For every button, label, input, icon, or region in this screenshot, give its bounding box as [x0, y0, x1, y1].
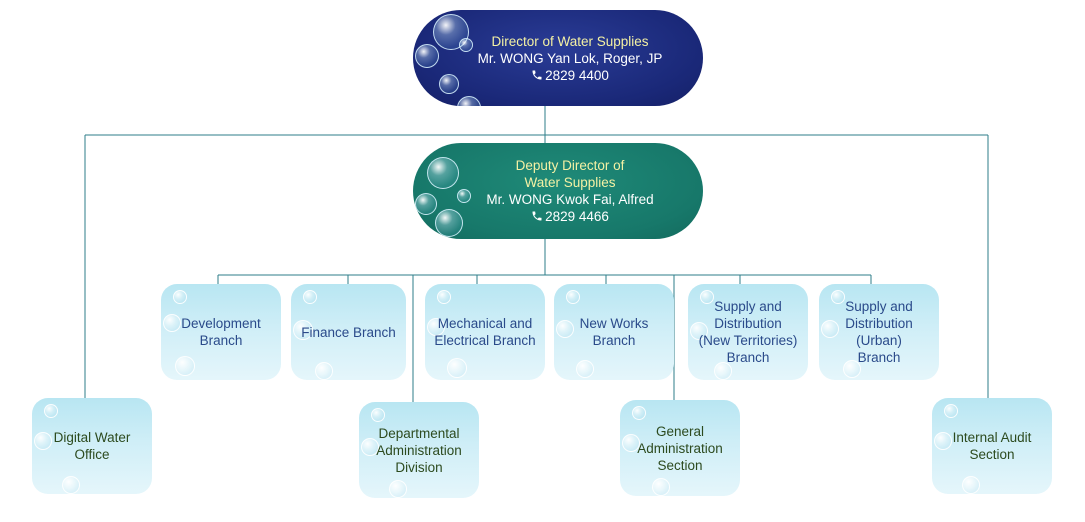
internal-audit-section-box: Internal Audit Section — [932, 398, 1052, 494]
deputy-director-node: Deputy Director of Water Supplies Mr. WO… — [413, 143, 703, 239]
water-bubble-icon — [175, 356, 195, 376]
mechanical-branch-line: Mechanical and — [437, 316, 533, 331]
water-bubble-icon — [173, 290, 187, 304]
water-bubble-icon — [439, 74, 459, 94]
water-bubble-icon — [622, 434, 640, 452]
new-works-branch-box: New Works Branch — [554, 284, 674, 380]
water-bubble-icon — [34, 432, 52, 450]
departmental-administration-division-box: Departmental Administration Division — [359, 402, 479, 498]
water-bubble-icon — [415, 44, 439, 68]
deputy-title-line2: Water Supplies — [524, 175, 616, 190]
internal-audit-line: Internal Audit — [952, 430, 1032, 445]
water-bubble-icon — [293, 320, 313, 340]
new-works-branch-line: New Works — [579, 316, 649, 331]
deputy-phone-row: 2829 4466 — [486, 208, 653, 225]
supply-nt-branch-line: Distribution — [714, 316, 782, 331]
deputy-phone: 2829 4466 — [545, 209, 609, 224]
supply-urban-branch-line: Supply and — [845, 299, 913, 314]
water-bubble-icon — [62, 476, 80, 494]
supply-distribution-urban-branch-box: Supply and Distribution (Urban) Branch — [819, 284, 939, 380]
finance-branch-box: Finance Branch — [291, 284, 406, 380]
water-bubble-icon — [435, 209, 463, 237]
water-bubble-icon — [576, 360, 594, 378]
supply-urban-branch-line: Distribution — [845, 316, 913, 331]
water-bubble-icon — [632, 406, 646, 420]
water-bubble-icon — [44, 404, 58, 418]
water-bubble-icon — [371, 408, 385, 422]
development-branch-line: Development — [181, 316, 261, 331]
director-name: Mr. WONG Yan Lok, Roger, JP — [477, 50, 663, 66]
supply-distribution-nt-branch-box: Supply and Distribution (New Territories… — [688, 284, 808, 380]
water-bubble-icon — [389, 480, 407, 498]
internal-audit-line: Section — [969, 447, 1015, 462]
director-phone: 2829 4400 — [545, 67, 609, 83]
development-branch-box: Development Branch — [161, 284, 281, 380]
water-bubble-icon — [556, 320, 574, 338]
digital-water-office-box: Digital Water Office — [32, 398, 152, 494]
phone-icon — [532, 70, 542, 79]
departmental-admin-line: Departmental — [378, 425, 460, 441]
water-bubble-icon — [427, 157, 459, 189]
water-bubble-icon — [459, 38, 473, 52]
new-works-branch-line: Branch — [592, 333, 636, 348]
water-bubble-icon — [566, 290, 580, 304]
water-bubble-icon — [361, 438, 379, 456]
general-administration-section-box: General Administration Section — [620, 400, 740, 496]
mechanical-branch-line: Electrical Branch — [434, 333, 536, 348]
water-bubble-icon — [437, 290, 451, 304]
water-bubble-icon — [303, 290, 317, 304]
water-bubble-icon — [315, 362, 333, 380]
water-bubble-icon — [700, 290, 714, 304]
director-phone-row: 2829 4400 — [478, 67, 663, 84]
water-bubble-icon — [962, 476, 980, 494]
general-admin-line: Administration — [637, 440, 723, 456]
water-bubble-icon — [843, 360, 861, 378]
water-bubble-icon — [447, 358, 467, 378]
phone-icon — [532, 211, 542, 221]
director-title: Director of Water Supplies — [491, 33, 649, 49]
digital-water-office-line: Digital Water Office — [53, 430, 131, 462]
deputy-title-line1: Deputy Director of — [515, 158, 625, 173]
water-bubble-icon — [714, 362, 732, 380]
water-bubble-icon — [831, 290, 845, 304]
deputy-name: Mr. WONG Kwok Fai, Alfred — [486, 192, 654, 207]
finance-branch-line: Finance Branch — [301, 324, 396, 340]
water-bubble-icon — [944, 404, 958, 418]
departmental-admin-line: Division — [395, 459, 443, 475]
departmental-admin-line: Administration — [376, 442, 462, 458]
development-branch-line: Branch — [199, 333, 243, 348]
water-bubble-icon — [690, 322, 708, 340]
supply-urban-branch-line: Branch — [857, 350, 901, 365]
supply-urban-branch-line: (Urban) — [856, 333, 902, 348]
water-bubble-icon — [652, 478, 670, 496]
mechanical-electrical-branch-box: Mechanical and Electrical Branch — [425, 284, 545, 380]
general-admin-line: Section — [657, 457, 703, 473]
water-bubble-icon — [457, 189, 471, 203]
supply-nt-branch-line: (New Territories) — [698, 333, 798, 348]
supply-nt-branch-line: Supply and — [714, 299, 782, 314]
water-bubble-icon — [457, 96, 481, 106]
water-bubble-icon — [427, 318, 445, 336]
general-admin-line: General — [655, 423, 704, 439]
water-bubble-icon — [934, 432, 952, 450]
director-node: Director of Water Supplies Mr. WONG Yan … — [413, 10, 703, 106]
water-bubble-icon — [821, 320, 839, 338]
water-bubble-icon — [163, 314, 181, 332]
water-bubble-icon — [415, 193, 437, 215]
supply-nt-branch-line: Branch — [726, 350, 770, 365]
